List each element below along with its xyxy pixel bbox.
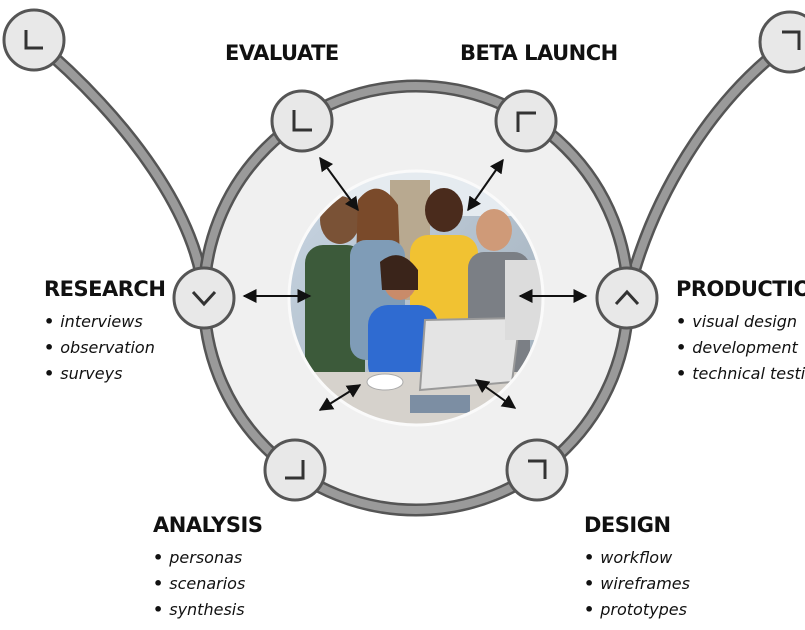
bullet-icon: •: [676, 364, 687, 383]
list-item-text: interviews: [60, 312, 143, 331]
connector-arrows: [242, 156, 588, 411]
list-item-text: synthesis: [169, 600, 245, 619]
bullet-icon: •: [676, 338, 687, 357]
node-analysis-icon: [263, 438, 327, 502]
left-track-curve: [27, 33, 211, 305]
list-item-text: development: [692, 338, 798, 357]
node-research-icon: [172, 266, 236, 330]
analysis-label: ANALYSIS • personas • scenarios • synthesis: [153, 513, 263, 623]
list-item-text: surveys: [60, 364, 123, 383]
production-label: PRODUCTION • visual design • development • te…: [676, 277, 805, 387]
research-label: RESEARCH • interviews • observation • surveys: [44, 277, 166, 387]
list-item-text: prototypes: [600, 600, 687, 619]
bullet-icon: •: [153, 600, 164, 619]
list-item-text: observation: [60, 338, 155, 357]
list-item: • technical testing: [676, 361, 805, 387]
production-list: • visual design • development • technical tes…: [676, 309, 805, 387]
research-list: • interviews • observation • surveys: [44, 309, 165, 387]
bullet-icon: •: [44, 364, 55, 383]
list-item: • observation: [44, 335, 165, 361]
bullet-icon: •: [584, 548, 595, 567]
right-track-curve: [620, 35, 797, 305]
list-item: • scenarios: [153, 571, 262, 597]
node-production-icon: [595, 266, 659, 330]
list-item-text: wireframes: [600, 574, 690, 593]
design-title: DESIGN: [584, 513, 671, 537]
analysis-title: ANALYSIS: [153, 513, 263, 537]
design-label: DESIGN • workflow • wireframes • prototypes: [584, 513, 690, 623]
list-item: • workflow: [584, 545, 690, 571]
node-evaluate-icon: [270, 89, 334, 153]
list-item: • personas: [153, 545, 262, 571]
list-item: • interviews: [44, 309, 165, 335]
research-title: RESEARCH: [44, 277, 166, 301]
node-top-left-icon: [2, 8, 66, 72]
bullet-icon: •: [44, 312, 55, 331]
bullet-icon: •: [44, 338, 55, 357]
list-item: • surveys: [44, 361, 165, 387]
evaluate-title: EVALUATE: [225, 41, 339, 65]
list-item: • visual design: [676, 309, 805, 335]
bullet-icon: •: [676, 312, 687, 331]
design-list: • workflow • wireframes • prototypes: [584, 545, 690, 623]
list-item-text: visual design: [692, 312, 798, 331]
node-beta-launch-icon: [494, 89, 558, 153]
list-item: • synthesis: [153, 597, 262, 623]
list-item: • prototypes: [584, 597, 690, 623]
bullet-icon: •: [153, 548, 164, 567]
bullet-icon: •: [584, 574, 595, 593]
bullet-icon: •: [153, 574, 164, 593]
bullet-icon: •: [584, 600, 595, 619]
list-item-text: technical testing: [692, 364, 805, 383]
node-design-icon: [505, 438, 569, 502]
analysis-list: • personas • scenarios • synthesis: [153, 545, 262, 623]
list-item-text: personas: [169, 548, 243, 567]
beta-launch-title: BETA LAUNCH: [460, 41, 618, 65]
node-top-right-icon: [758, 10, 805, 74]
list-item-text: scenarios: [169, 574, 246, 593]
list-item-text: workflow: [600, 548, 673, 567]
production-title: PRODUCTION: [676, 277, 805, 301]
list-item: • development: [676, 335, 805, 361]
list-item: • wireframes: [584, 571, 690, 597]
